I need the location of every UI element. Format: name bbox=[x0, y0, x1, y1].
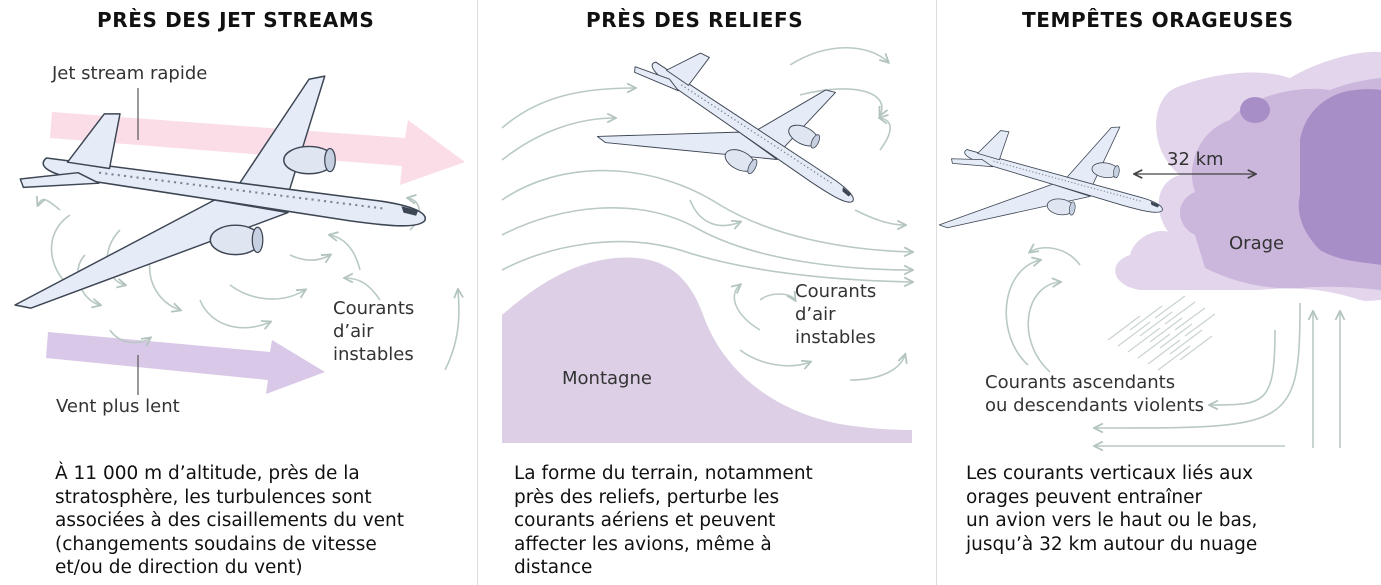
label-line: Courants bbox=[795, 281, 877, 302]
vertical-airflow-arrows bbox=[1005, 248, 1340, 448]
label-line: ou descendants violents bbox=[985, 395, 1205, 416]
label-storm: Orage bbox=[1229, 233, 1285, 254]
label-fast-jet-stream: Jet stream rapide bbox=[52, 63, 208, 84]
aircraft-icon bbox=[938, 103, 1174, 258]
caption-storms: Les courants verticaux liés aux orages p… bbox=[966, 462, 1257, 556]
caption-line: distance bbox=[514, 557, 593, 578]
label-line: Courants bbox=[333, 298, 415, 319]
label-line: d’air bbox=[795, 304, 836, 325]
caption-line: jusqu’à 32 km autour du nuage bbox=[966, 533, 1258, 555]
caption-line: (changements soudains de vitesse bbox=[55, 533, 377, 555]
terrain-airflow-lines bbox=[501, 47, 912, 381]
label-mountain: Montagne bbox=[562, 368, 652, 389]
label-line: d’air bbox=[333, 321, 374, 342]
caption-line: un avion vers le haut ou le bas, bbox=[966, 510, 1258, 531]
panel-divider bbox=[477, 0, 478, 585]
caption-line: La forme du terrain, notamment bbox=[514, 463, 813, 484]
label-line: instables bbox=[333, 344, 414, 365]
mountain-shape bbox=[502, 257, 912, 443]
caption-line: orages peuvent entraîner bbox=[966, 486, 1203, 508]
label-unstable-currents-2: Courants d’air instables bbox=[795, 280, 876, 349]
fast-jet-stream-arrow bbox=[50, 112, 465, 185]
caption-line: Les courants verticaux liés aux bbox=[966, 463, 1254, 484]
slow-wind-arrow bbox=[46, 332, 325, 394]
panel-divider bbox=[936, 0, 937, 585]
caption-line: affecter les avions, même à bbox=[514, 533, 772, 555]
panel-title-jet-streams: PRÈS DES JET STREAMS bbox=[97, 8, 375, 32]
caption-line: courants aériens et peuvent bbox=[514, 510, 776, 531]
label-unstable-currents-1: Courants d’air instables bbox=[333, 297, 414, 366]
label-violent-currents: Courants ascendants ou descendants viole… bbox=[985, 371, 1204, 417]
caption-line: près des reliefs, perturbe les bbox=[514, 486, 780, 508]
label-distance: 32 km bbox=[1167, 149, 1224, 170]
storm-cloud-icon bbox=[1115, 51, 1381, 301]
caption-reliefs: La forme du terrain, notamment près des … bbox=[514, 462, 813, 580]
panel-title-reliefs: PRÈS DES RELIEFS bbox=[586, 8, 804, 32]
panel-title-storms: TEMPÊTES ORAGEUSES bbox=[1022, 8, 1294, 32]
caption-line: et/ou de direction du vent) bbox=[55, 557, 303, 578]
aircraft-icon bbox=[595, 6, 893, 252]
rain-icon bbox=[1107, 295, 1216, 371]
caption-line: associées à des cisaillements du vent bbox=[55, 510, 405, 531]
caption-line: stratosphère, les turbulences sont bbox=[55, 486, 372, 508]
label-line: Courants ascendants bbox=[985, 372, 1176, 393]
label-slow-wind: Vent plus lent bbox=[56, 396, 180, 417]
caption-line: À 11 000 m d’altitude, près de la bbox=[55, 463, 360, 484]
label-line: instables bbox=[795, 327, 876, 348]
caption-jet-streams: À 11 000 m d’altitude, près de la strato… bbox=[55, 462, 404, 580]
aircraft-icon bbox=[13, 75, 427, 310]
